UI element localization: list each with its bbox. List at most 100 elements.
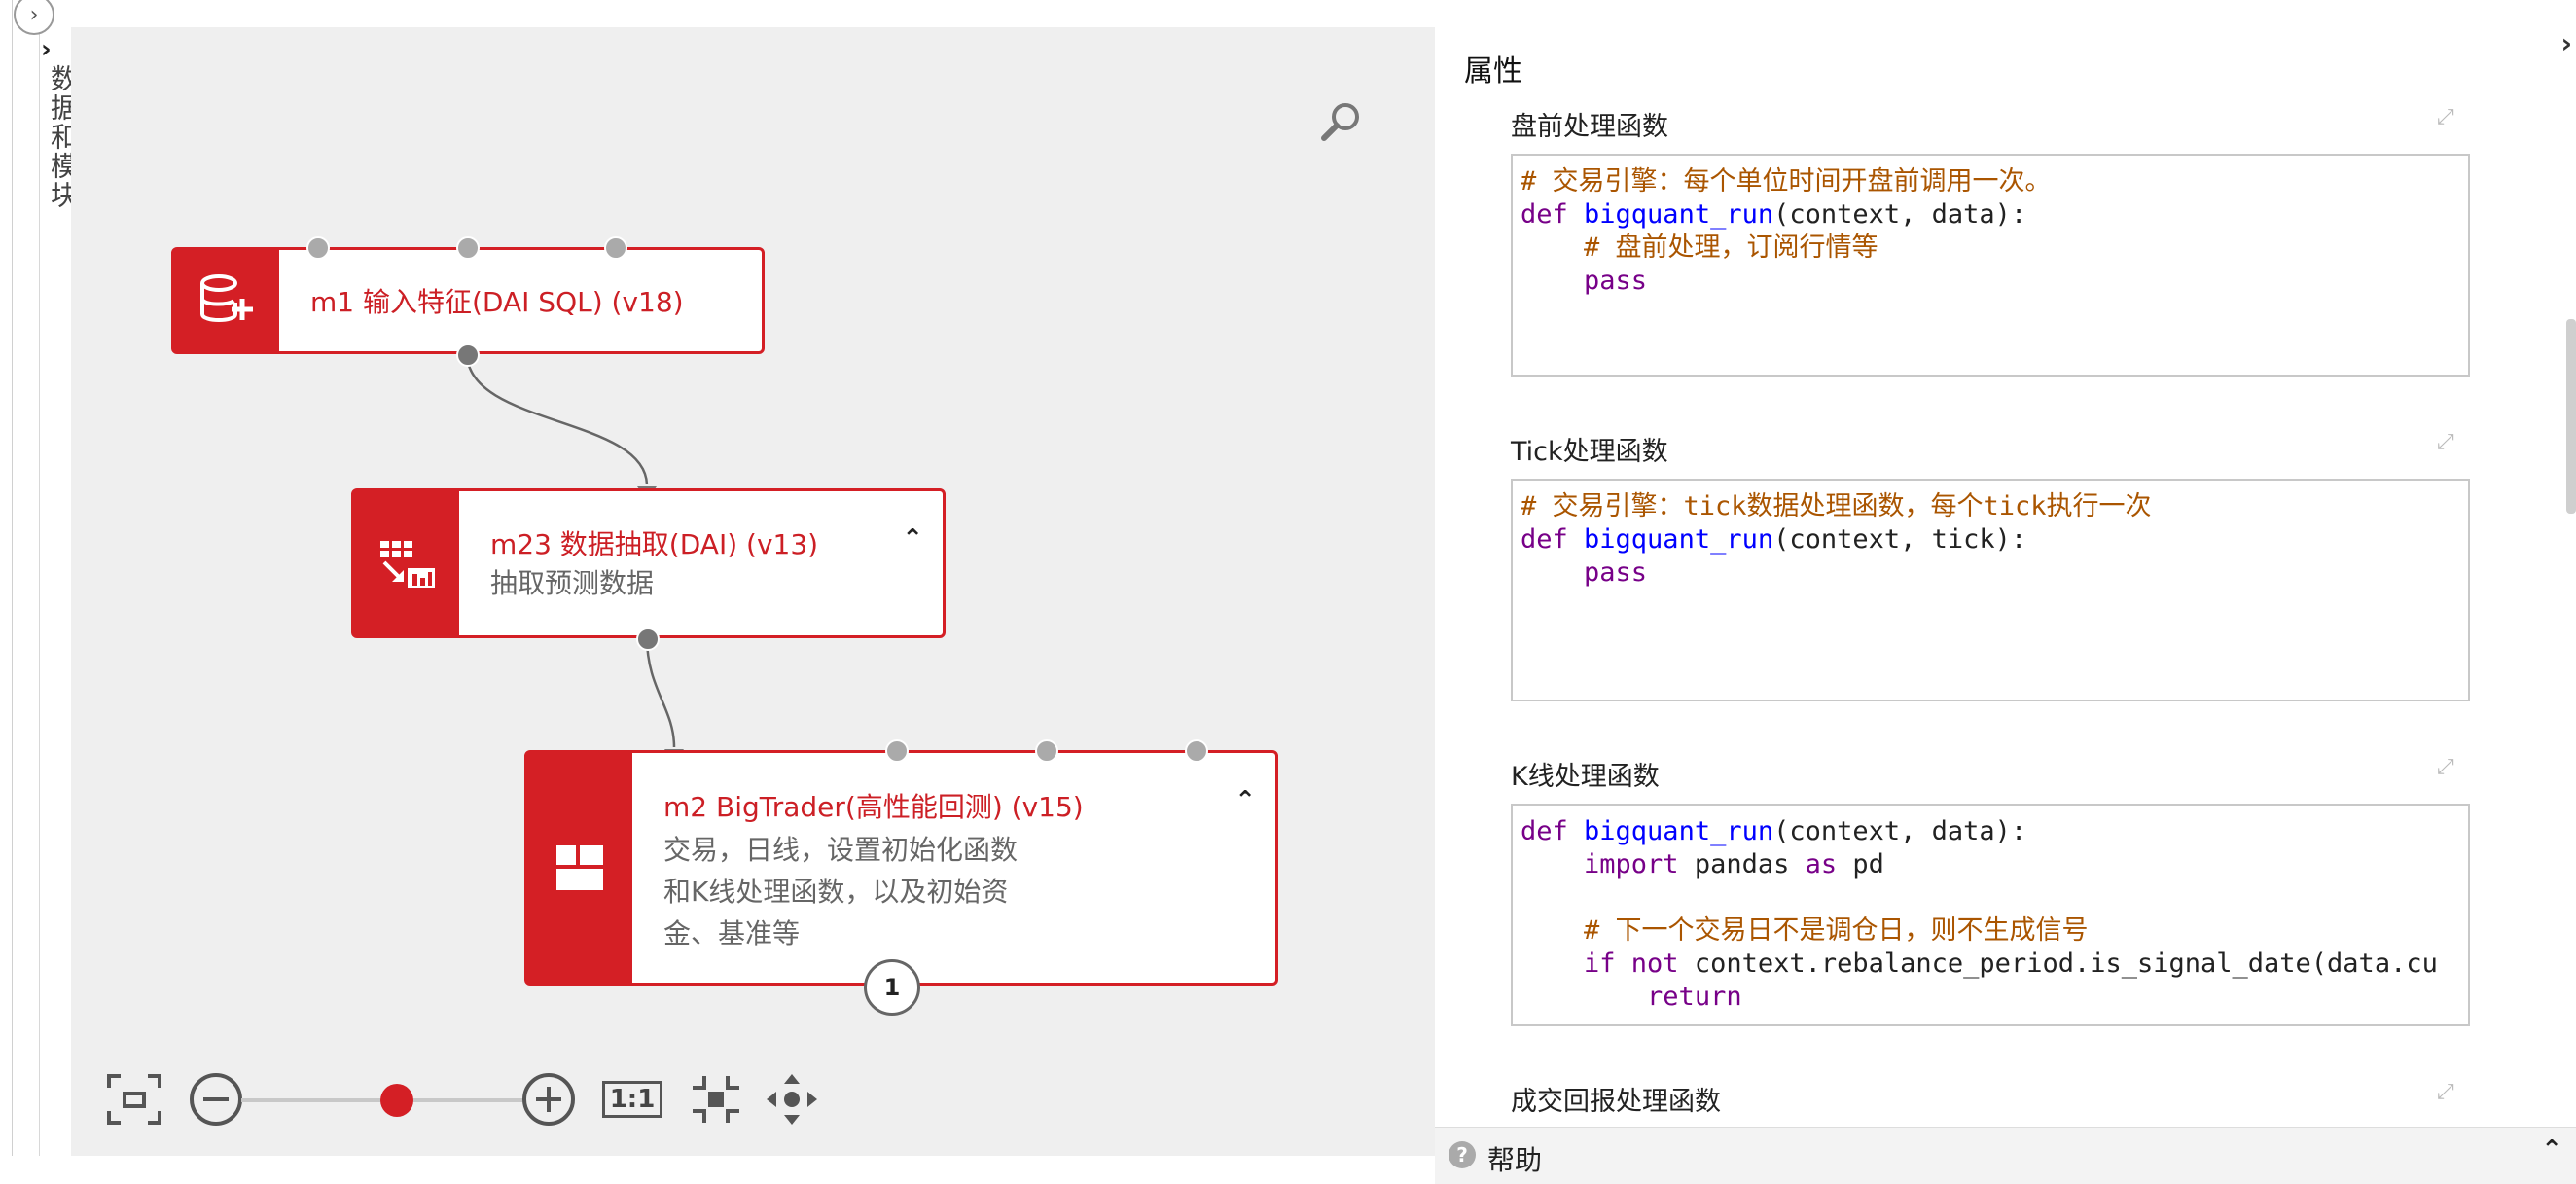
drawer-divider: [12, 0, 13, 1156]
prop-label-before-trading: 盘前处理函数: [1511, 112, 1668, 142]
code-token: context.rebalance_period.is_signal_date(…: [1678, 949, 2438, 979]
input-port[interactable]: [885, 739, 909, 763]
input-port[interactable]: [1035, 739, 1058, 763]
code-token: bigquant_run: [1584, 199, 1774, 230]
code-token: [1521, 982, 1647, 1012]
drawer-toggle-button[interactable]: ›: [14, 0, 54, 35]
help-icon: ?: [1449, 1141, 1476, 1168]
code-line: # 交易引擎：每个单位时间开盘前调用一次。: [1521, 165, 2468, 198]
code-line: pass: [1521, 265, 2468, 298]
code-token: if not: [1584, 949, 1679, 979]
code-token: [1521, 849, 1584, 879]
code-token: (context, data):: [1773, 199, 2027, 230]
code-token: pass: [1584, 266, 1648, 296]
code-line: # 交易引擎：tick数据处理函数，每个tick执行一次: [1521, 490, 2468, 523]
code-line: # 盘前处理，订阅行情等: [1521, 232, 2468, 265]
node-description: 抽取预测数据: [490, 566, 655, 599]
drawer-chevron-icon[interactable]: ›: [41, 35, 52, 64]
edge-m1-m23[interactable]: [465, 352, 649, 485]
code-token: pd: [1837, 849, 1884, 879]
input-port[interactable]: [604, 236, 627, 260]
properties-panel: 属性 › 盘前处理函数 ⤢ # 交易引擎：每个单位时间开盘前调用一次。def b…: [1435, 27, 2576, 1184]
code-line: if not context.rebalance_period.is_signa…: [1521, 948, 2468, 981]
code-editor-before-trading[interactable]: # 交易引擎：每个单位时间开盘前调用一次。def bigquant_run(co…: [1511, 154, 2470, 377]
actual-size-label: 1:1: [601, 1081, 663, 1118]
panel-title: 属性: [1464, 54, 1522, 89]
expand-icon[interactable]: ⤢: [2437, 755, 2454, 779]
code-line: return: [1521, 981, 2468, 1014]
grid-window-icon: [527, 753, 632, 983]
chevron-right-icon: ›: [29, 2, 39, 27]
run-count-badge[interactable]: 1: [864, 959, 920, 1016]
canvas-toolbar: 1:1: [105, 1070, 825, 1129]
code-line: pass: [1521, 556, 2468, 590]
output-port[interactable]: [456, 343, 480, 367]
edge-m23-m2[interactable]: [645, 636, 676, 748]
input-port[interactable]: [1185, 739, 1208, 763]
node-description: 金、基准等: [663, 917, 801, 950]
node-title: m23 数据抽取(DAI) (v13): [490, 527, 819, 560]
chevron-up-icon[interactable]: ⌃: [2541, 1135, 2562, 1165]
prop-label-bar: K线处理函数: [1511, 762, 1660, 792]
code-line: def bigquant_run(context, data):: [1521, 815, 2468, 848]
node-title: m1 输入特征(DAI SQL) (v18): [310, 286, 684, 318]
actual-size-button[interactable]: 1:1: [601, 1070, 663, 1129]
code-token: import: [1584, 849, 1679, 879]
workflow-canvas[interactable]: m1 输入特征(DAI SQL) (v18) m23 数据抽取(DAI) (v1…: [71, 27, 1435, 1156]
panel-scrollbar[interactable]: [2566, 319, 2576, 514]
code-token: bigquant_run: [1584, 816, 1774, 846]
code-line: def bigquant_run(context, data):: [1521, 198, 2468, 232]
code-token: [1521, 266, 1584, 296]
code-token: [1521, 882, 1536, 913]
code-token: def: [1521, 199, 1585, 230]
expand-icon[interactable]: ⤢: [2437, 105, 2454, 129]
prop-label-trade-callback: 成交回报处理函数: [1511, 1087, 1721, 1117]
code-token: return: [1647, 982, 1742, 1012]
zoom-slider-thumb[interactable]: [379, 1084, 413, 1117]
node-m1[interactable]: m1 输入特征(DAI SQL) (v18): [171, 236, 765, 367]
code-token: (context, data):: [1773, 816, 2027, 846]
code-editor-bar[interactable]: def bigquant_run(context, data): import …: [1511, 804, 2470, 1026]
code-token: (context, tick):: [1773, 524, 2027, 555]
code-token: [1521, 233, 1584, 263]
code-token: # 交易引擎：每个单位时间开盘前调用一次。: [1521, 166, 2052, 197]
expand-icon[interactable]: ⤢: [2437, 1080, 2454, 1104]
code-token: bigquant_run: [1584, 524, 1774, 555]
node-description: 和K线处理函数，以及初始资: [663, 876, 1009, 908]
code-line: # 下一个交易日不是调仓日，则不生成信号: [1521, 915, 2468, 948]
node-body: m23 数据抽取(DAI) (v13) 抽取预测数据: [459, 491, 818, 635]
node-m2[interactable]: m2 BigTrader(高性能回测) (v15) 交易，日线，设置初始化函数 …: [524, 739, 1278, 1016]
output-port[interactable]: [636, 628, 660, 651]
code-token: # 盘前处理，订阅行情等: [1584, 233, 1878, 263]
expand-icon[interactable]: ⤢: [2437, 430, 2454, 454]
top-strip: [0, 0, 1435, 27]
zoom-out-icon[interactable]: [187, 1070, 245, 1129]
input-port[interactable]: [456, 236, 480, 260]
code-token: [1521, 949, 1584, 979]
code-token: pandas: [1678, 849, 1806, 879]
code-line: [1521, 881, 2468, 915]
input-port[interactable]: [306, 236, 330, 260]
node-description: 交易，日线，设置初始化函数: [663, 834, 1019, 866]
database-add-icon: [174, 250, 279, 351]
search-icon[interactable]: [1316, 97, 1365, 146]
collapse-chevron-icon[interactable]: ⌃: [902, 524, 923, 554]
code-token: def: [1521, 816, 1585, 846]
code-token: [1521, 557, 1584, 588]
center-focus-icon[interactable]: [687, 1070, 745, 1129]
node-m23[interactable]: m23 数据抽取(DAI) (v13) 抽取预测数据 ⌃: [351, 488, 946, 651]
help-label: 帮助: [1487, 1144, 1543, 1176]
move-arrows-icon[interactable]: [763, 1070, 821, 1129]
collapse-chevron-icon[interactable]: ⌃: [1234, 786, 1256, 815]
data-extract-icon: [354, 491, 459, 635]
code-token: # 下一个交易日不是调仓日，则不生成信号: [1584, 915, 2089, 946]
code-token: [1521, 915, 1584, 946]
code-line: def bigquant_run(context, tick):: [1521, 523, 2468, 556]
code-token: def: [1521, 524, 1585, 555]
zoom-in-icon[interactable]: [519, 1070, 578, 1129]
fit-screen-icon[interactable]: [105, 1070, 163, 1129]
code-token: pass: [1584, 557, 1648, 588]
panel-collapse-icon[interactable]: ›: [2560, 27, 2572, 59]
code-line: import pandas as pd: [1521, 848, 2468, 881]
